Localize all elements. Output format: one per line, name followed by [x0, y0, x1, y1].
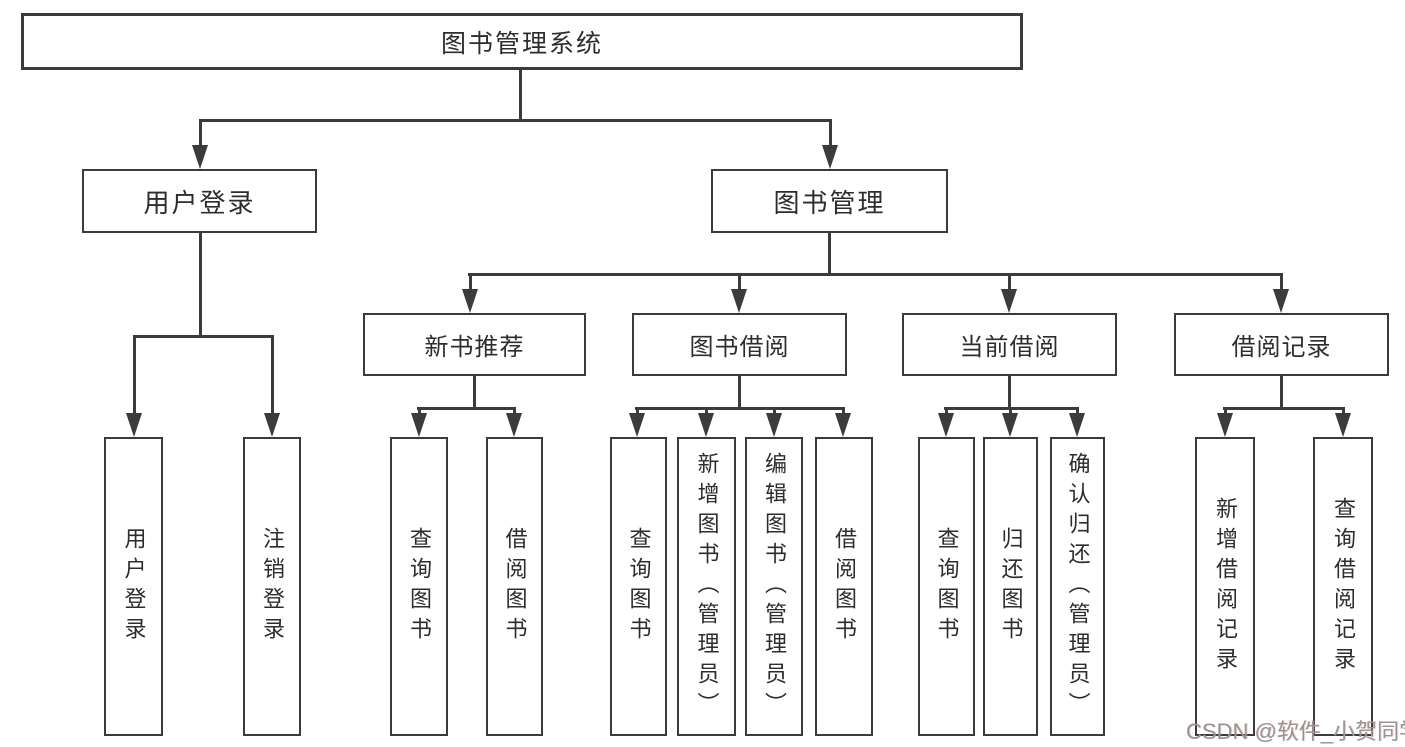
connector-vline	[1076, 407, 1079, 417]
connector-vline	[418, 407, 421, 417]
node-label: 用户登录	[143, 187, 256, 218]
connector-vline	[945, 407, 948, 417]
leaf-label: 用户登录	[121, 526, 147, 647]
connector-vline	[738, 273, 741, 293]
node-book-borrowing: 图书借阅	[632, 313, 847, 376]
leaf-logout: 注销登录	[243, 437, 301, 736]
node-user-login: 用户登录	[82, 169, 317, 233]
connector-vline	[519, 70, 522, 119]
arrowhead-down-icon	[1217, 413, 1233, 437]
node-book-management: 图书管理	[711, 169, 948, 233]
node-label: 新书推荐	[424, 334, 525, 361]
node-label: 图书管理系统	[440, 29, 603, 58]
leaf-query-books-current: 查询图书	[918, 437, 975, 736]
leaf-query-books-recommend: 查询图书	[390, 437, 448, 736]
arrowhead-down-icon	[1273, 289, 1289, 313]
connector-vline	[828, 233, 831, 273]
connector-vline	[133, 335, 136, 418]
leaf-label: 确认归还（管理员）	[1065, 451, 1091, 722]
leaf-borrow-books-recommend: 借阅图书	[486, 437, 543, 736]
node-label: 当前借阅	[959, 334, 1060, 361]
connector-vline	[199, 119, 202, 150]
leaf-return-books: 归还图书	[983, 437, 1038, 736]
connector-hline	[468, 273, 1282, 276]
node-new-book-recommend: 新书推荐	[363, 313, 586, 376]
connector-vline	[1280, 273, 1283, 293]
arrowhead-down-icon	[698, 413, 714, 437]
leaf-label: 查询图书	[407, 526, 432, 647]
connector-hline	[1223, 407, 1345, 410]
node-label: 借阅记录	[1231, 334, 1332, 361]
arrowhead-down-icon	[506, 413, 522, 437]
arrowhead-down-icon	[1001, 289, 1017, 313]
connector-vline	[513, 407, 516, 417]
connector-vline	[829, 119, 832, 150]
connector-vline	[473, 376, 476, 407]
connector-vline	[842, 407, 845, 417]
connector-vline	[773, 407, 776, 417]
leaf-edit-books-admin: 编辑图书（管理员）	[745, 437, 803, 736]
node-label: 图书借阅	[689, 334, 790, 361]
arrowhead-down-icon	[1335, 413, 1351, 437]
connector-hline	[199, 119, 832, 122]
arrowhead-down-icon	[938, 413, 954, 437]
connector-vline	[1342, 407, 1345, 417]
node-label: 图书管理	[773, 187, 886, 218]
leaf-query-borrow-record: 查询借阅记录	[1313, 437, 1373, 736]
arrowhead-down-icon	[822, 145, 838, 169]
leaf-label: 注销登录	[260, 526, 285, 647]
connector-vline	[1008, 376, 1011, 407]
connector-vline	[1009, 407, 1012, 417]
leaf-label: 查询图书	[934, 526, 960, 647]
leaf-borrow-books: 借阅图书	[815, 437, 873, 736]
arrowhead-down-icon	[192, 145, 208, 169]
arrowhead-down-icon	[264, 413, 280, 437]
arrowhead-down-icon	[1069, 413, 1085, 437]
leaf-label: 查询图书	[626, 526, 652, 647]
leaf-add-books-admin: 新增图书（管理员）	[677, 437, 736, 736]
arrowhead-down-icon	[629, 413, 645, 437]
connector-vline	[636, 407, 639, 417]
leaf-label: 归还图书	[998, 526, 1024, 647]
arrowhead-down-icon	[126, 413, 142, 437]
connector-vline	[469, 273, 472, 293]
leaf-label: 新增图书（管理员）	[694, 451, 720, 722]
connector-vline	[271, 335, 274, 418]
arrowhead-down-icon	[731, 289, 747, 313]
connector-vline	[1224, 407, 1227, 417]
leaf-query-books-borrow: 查询图书	[610, 437, 667, 736]
arrowhead-down-icon	[1002, 413, 1018, 437]
arrowhead-down-icon	[462, 289, 478, 313]
connector-vline	[738, 376, 741, 407]
connector-vline	[1008, 273, 1011, 293]
connector-hline	[133, 335, 274, 338]
leaf-confirm-return-admin: 确认归还（管理员）	[1050, 437, 1105, 736]
leaf-label: 借阅图书	[502, 526, 528, 647]
arrowhead-down-icon	[835, 413, 851, 437]
connector-hline	[417, 407, 516, 410]
arrowhead-down-icon	[766, 413, 782, 437]
connector-vline	[705, 407, 708, 417]
leaf-label: 新增借阅记录	[1213, 496, 1238, 677]
connector-vline	[199, 233, 202, 335]
node-current-borrowing: 当前借阅	[902, 313, 1117, 376]
connector-hline	[635, 407, 845, 410]
node-borrowing-records: 借阅记录	[1174, 313, 1389, 376]
csdn-watermark: CSDN @软件_小贺同学	[1186, 719, 1405, 744]
leaf-label: 查询借阅记录	[1331, 496, 1356, 677]
arrowhead-down-icon	[411, 413, 427, 437]
leaf-label: 借阅图书	[832, 526, 857, 647]
connector-vline	[1280, 376, 1283, 407]
leaf-add-borrow-record: 新增借阅记录	[1195, 437, 1255, 736]
leaf-label: 编辑图书（管理员）	[762, 451, 787, 722]
node-root: 图书管理系统	[21, 13, 1023, 70]
leaf-user-login: 用户登录	[104, 437, 163, 736]
